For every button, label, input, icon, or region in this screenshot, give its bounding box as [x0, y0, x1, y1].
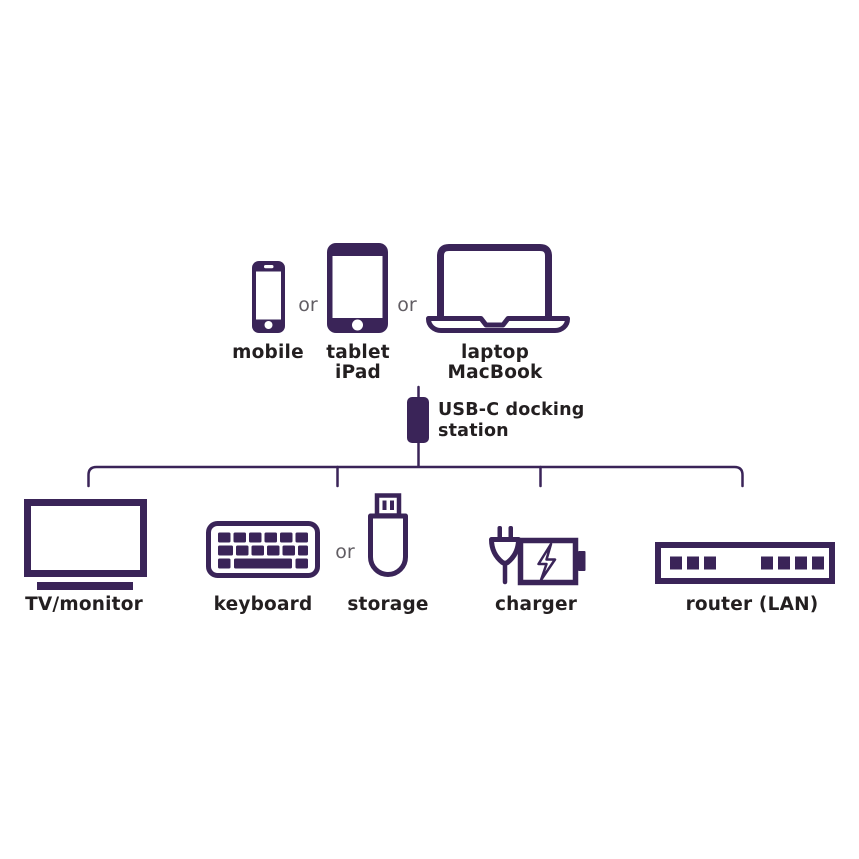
laptop-icon	[426, 244, 570, 333]
laptop-label: laptop MacBook	[447, 343, 542, 382]
tv-monitor-icon	[24, 499, 147, 577]
tablet-icon	[327, 243, 388, 333]
or-text-2: or	[397, 294, 417, 316]
usb-c-dock-label-line1: USB-C docking	[438, 400, 585, 420]
lightning-bolt-icon	[537, 542, 557, 582]
mobile-icon	[252, 261, 285, 333]
charger-label-text: charger	[494, 594, 578, 615]
charger-label: charger	[495, 595, 577, 615]
usb-c-dock-label: USB-C docking station	[438, 400, 585, 441]
tv-monitor-label: TV/monitor	[25, 595, 143, 615]
storage-label: storage	[347, 595, 428, 615]
router-label: router (LAN)	[686, 595, 819, 615]
or-text-3: or	[335, 541, 355, 563]
keyboard-label: keyboard	[214, 595, 313, 615]
tablet-label-line1: tablet	[326, 342, 390, 363]
mobile-label: mobile	[232, 343, 304, 363]
branch-bus	[87, 465, 744, 488]
tv-monitor-stand	[37, 582, 133, 590]
charger-icon	[489, 526, 586, 586]
router-label-text: router (LAN)	[685, 594, 819, 615]
tablet-label: tablet iPad	[326, 343, 390, 382]
keyboard-label-text: keyboard	[213, 594, 313, 615]
usb-c-dock-icon	[407, 397, 429, 443]
usb-c-dock-label-line2: station	[438, 420, 509, 441]
keyboard-icon	[206, 521, 320, 578]
router-icon	[655, 542, 835, 584]
tv-monitor-label-text: TV/monitor	[25, 594, 143, 615]
laptop-label-line1: laptop	[460, 342, 530, 363]
mobile-label-text: mobile	[232, 342, 304, 363]
storage-label-text: storage	[347, 594, 429, 615]
laptop-label-line2: MacBook	[447, 361, 543, 383]
storage-icon	[368, 493, 408, 577]
tablet-label-line2: iPad	[335, 361, 381, 383]
or-text-1: or	[298, 294, 318, 316]
